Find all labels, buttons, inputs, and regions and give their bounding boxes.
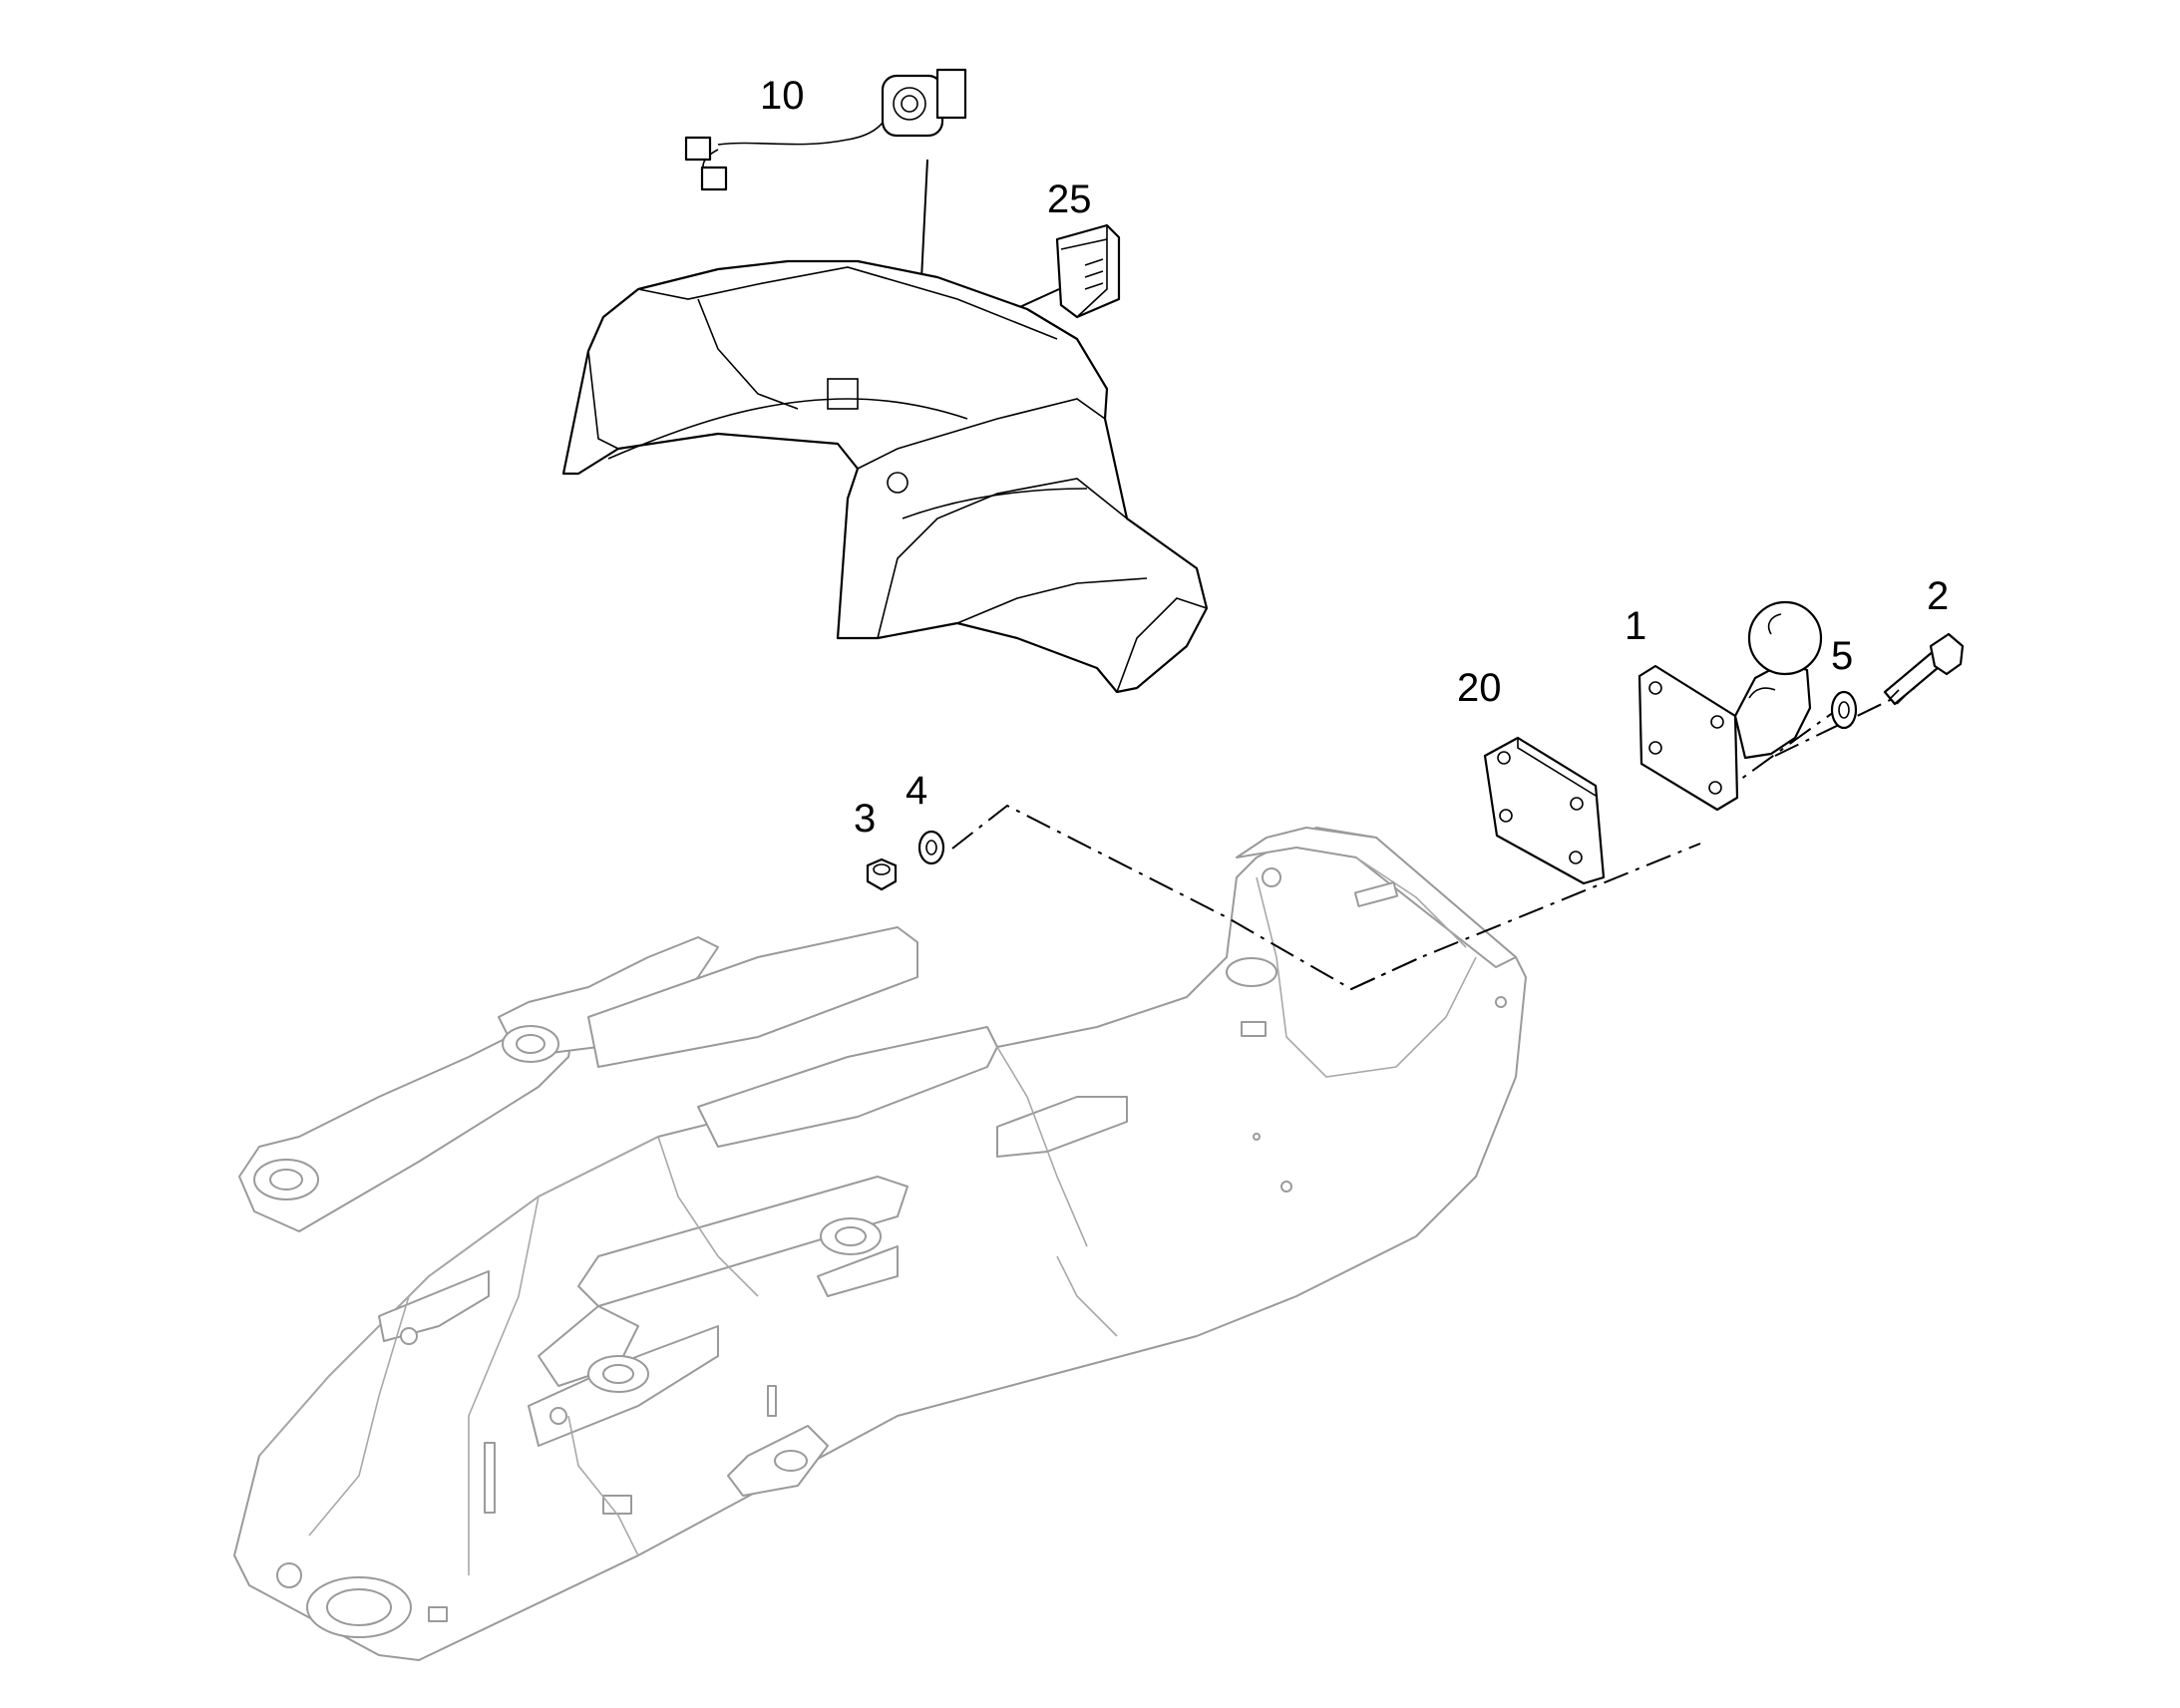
washer-icon	[917, 830, 945, 865]
callout-3: 3	[854, 797, 877, 841]
callout-20: 20	[1457, 666, 1502, 710]
bolt-icon	[1883, 632, 1965, 706]
callout-10: 10	[760, 74, 805, 118]
spacer-plate-icon	[1483, 736, 1606, 885]
hex-nut-icon	[866, 857, 898, 891]
tow-ball-coupling-icon	[1637, 600, 1823, 812]
chassis-frame	[233, 827, 1527, 1661]
washer-icon	[1830, 690, 1858, 730]
callout-1: 1	[1625, 604, 1647, 648]
counterweight	[561, 259, 1209, 694]
callout-5: 5	[1831, 634, 1854, 678]
callout-4: 4	[906, 769, 928, 813]
callout-2: 2	[1927, 574, 1950, 618]
callout-25: 25	[1047, 177, 1092, 221]
